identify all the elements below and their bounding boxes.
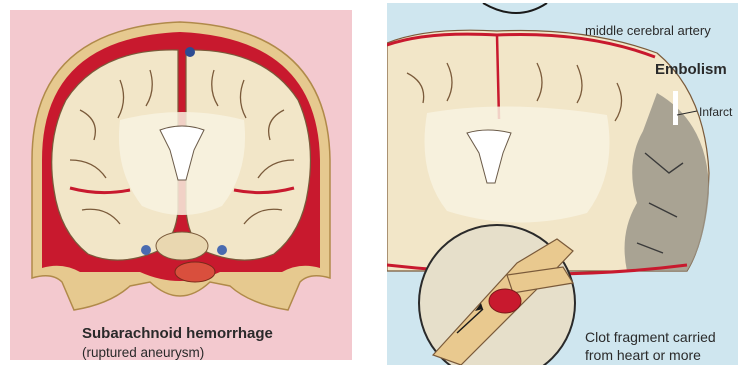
subarachnoid-hemorrhage-illustration: Subarachnoid hemorrhage (ruptured aneury… <box>10 10 352 360</box>
caption-subtitle: (ruptured aneurysm) <box>82 345 204 360</box>
brain-coronal-section-left <box>10 10 352 360</box>
label-embolism: Embolism <box>655 61 727 78</box>
caption-line-1: Clot fragment carried <box>585 329 716 345</box>
brain-coronal-section-right <box>387 3 738 365</box>
caption-line-2: from heart or more <box>585 347 701 363</box>
label-middle-cerebral-artery: middle cerebral artery <box>585 23 711 38</box>
label-infarct: Infarct <box>699 105 732 119</box>
embolism-illustration: middle cerebral artery Embolism Infarct … <box>387 3 738 365</box>
caption-title: Subarachnoid hemorrhage <box>82 325 273 342</box>
